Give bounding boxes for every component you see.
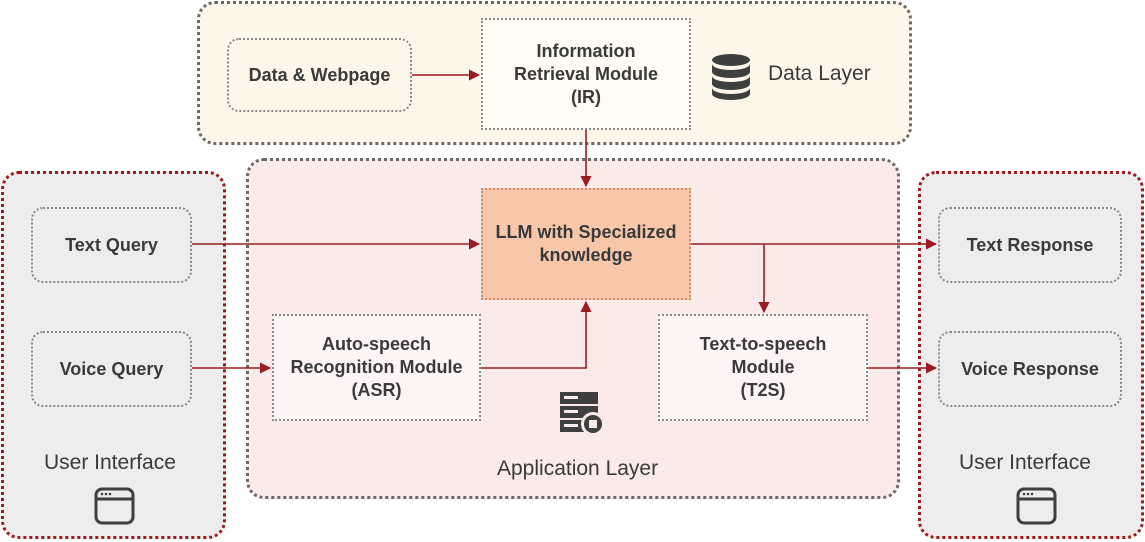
- text-response-label: Text Response: [966, 234, 1094, 255]
- t2s-label-line3: (T2S): [740, 380, 786, 400]
- llm-label-line2: knowledge: [539, 245, 633, 265]
- t2s-label-line1: Text-to-speech: [699, 334, 827, 354]
- t2s-label-line2: Module: [731, 357, 795, 377]
- data-webpage-label: Data & Webpage: [248, 64, 391, 85]
- asr-label-line1: Auto-speech: [321, 334, 431, 354]
- text-query-box: Text Query: [31, 207, 192, 283]
- llm-label-line1: LLM with Specialized: [495, 222, 677, 242]
- user-interface-left-title: User Interface: [44, 451, 176, 474]
- asr-label-line3: (ASR): [351, 380, 402, 400]
- ir-label-line2: Retrieval Module: [513, 63, 659, 84]
- ir-label-line1: Information: [536, 40, 636, 61]
- voice-query-label: Voice Query: [59, 358, 164, 379]
- text-query-label: Text Query: [65, 234, 158, 255]
- ir-label-line3: (IR): [570, 86, 601, 107]
- llm-box: LLM with Specialized knowledge: [481, 188, 691, 300]
- text-response-box: Text Response: [938, 207, 1122, 283]
- asr-box: Auto-speech Recognition Module (ASR): [272, 314, 481, 421]
- data-layer-title: Data Layer: [768, 62, 871, 85]
- information-retrieval-box: Information Retrieval Module (IR): [481, 18, 691, 130]
- voice-response-label: Voice Response: [961, 358, 1099, 379]
- data-webpage-box: Data & Webpage: [227, 38, 412, 112]
- application-layer-title: Application Layer: [497, 457, 659, 480]
- asr-label-line2: Recognition Module: [290, 357, 463, 377]
- user-interface-right-title: User Interface: [959, 451, 1091, 474]
- voice-response-box: Voice Response: [938, 331, 1122, 407]
- t2s-box: Text-to-speech Module (T2S): [658, 314, 868, 421]
- voice-query-box: Voice Query: [31, 331, 192, 407]
